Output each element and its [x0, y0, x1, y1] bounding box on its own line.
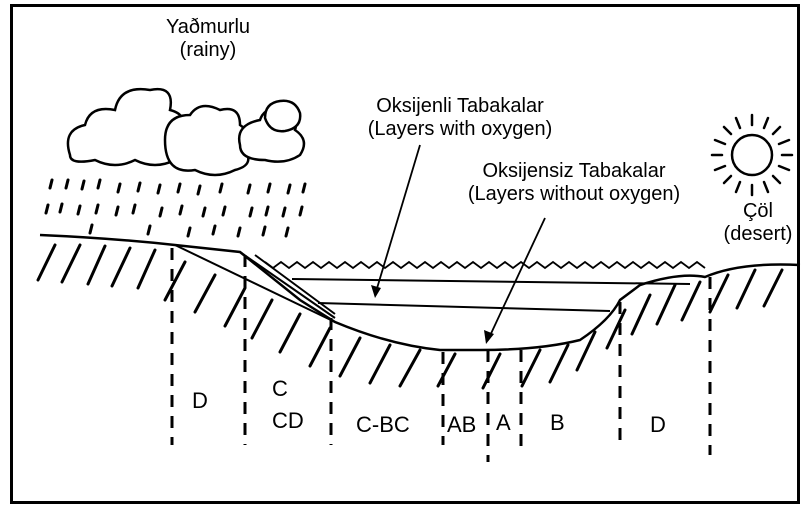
- desert-label-tr: Çöl: [718, 200, 798, 223]
- anoxic-label-tr: Oksijensiz Tabakalar: [440, 160, 708, 183]
- sediment-line-2: [240, 252, 335, 318]
- rainy-label-tr: Yaðmurlu: [148, 16, 268, 39]
- anoxic-label-en: (Layers without oxygen): [440, 183, 708, 206]
- oxic-layer-line: [292, 279, 690, 284]
- water-surface: [265, 262, 705, 268]
- zone-label-cd: CD: [272, 408, 304, 433]
- oxic-layers-label: Oksijenli Tabakalar (Layers with oxygen): [330, 95, 590, 141]
- oxic-pointer-line: [375, 145, 420, 295]
- zone-label-c: C: [272, 376, 288, 401]
- zone-label-ab: AB: [447, 412, 476, 437]
- zone-label-a: A: [496, 410, 511, 435]
- oxic-label-en: (Layers with oxygen): [330, 118, 590, 141]
- desert-label: Çöl (desert): [718, 200, 798, 246]
- anoxic-layers-label: Oksijensiz Tabakalar (Layers without oxy…: [440, 160, 708, 206]
- rain-icon: [46, 180, 305, 236]
- zone-label-c-bc: C-BC: [356, 412, 410, 437]
- rainy-label-en: (rainy): [148, 39, 268, 62]
- zone-label-b: B: [550, 410, 565, 435]
- sediment-line-1: [175, 245, 335, 322]
- cloud-icon: [68, 89, 304, 175]
- desert-label-en: (desert): [718, 223, 798, 246]
- anoxic-layer-line: [318, 303, 610, 311]
- oxic-pointer-arrow: [371, 285, 381, 298]
- oxic-label-tr: Oksijenli Tabakalar: [330, 95, 590, 118]
- sun-icon: [712, 115, 792, 195]
- rainy-label: Yaðmurlu (rainy): [148, 16, 268, 62]
- zone-label-d-right: D: [650, 412, 666, 437]
- anoxic-pointer-line: [488, 218, 545, 340]
- zone-label-d-left: D: [192, 388, 208, 413]
